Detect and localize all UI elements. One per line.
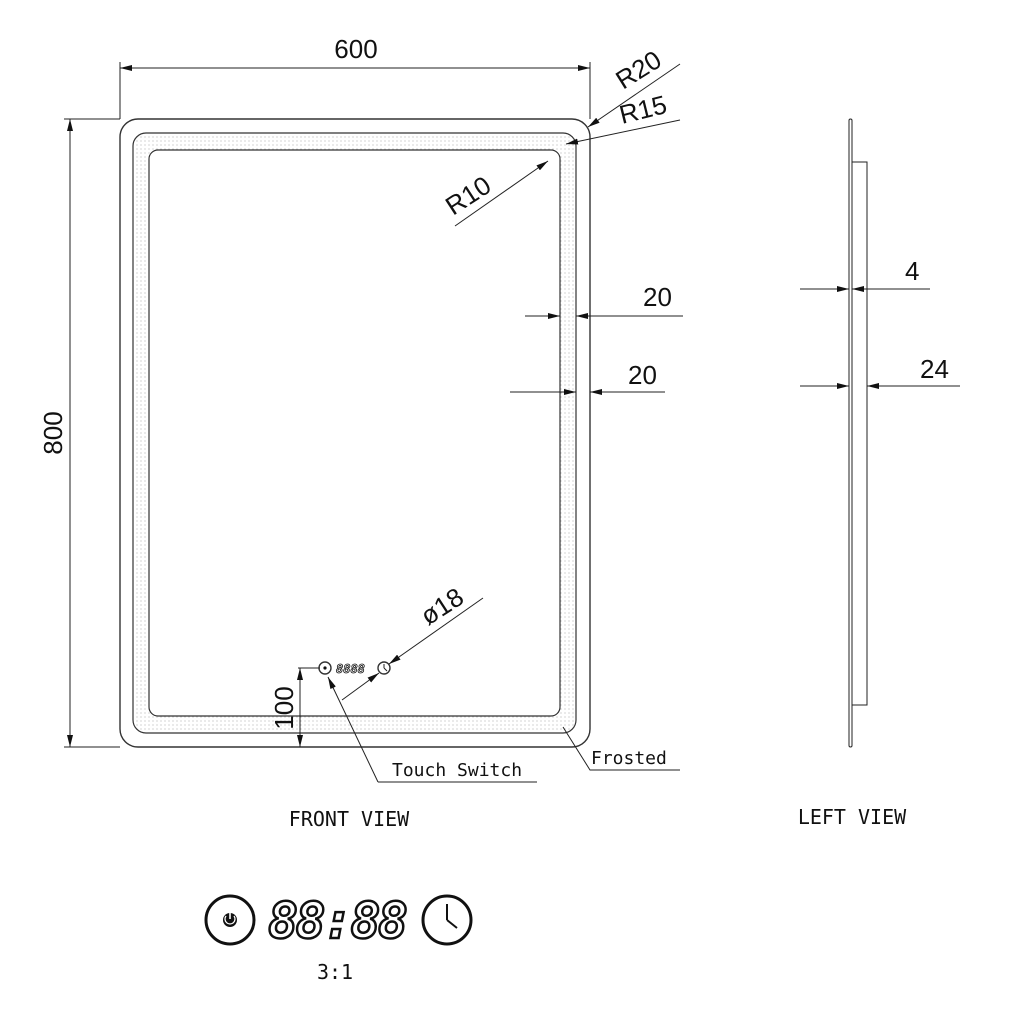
detail-scale: 3:1: [317, 960, 353, 984]
switch-diameter: ø18: [415, 581, 469, 631]
power-button-icon: [204, 894, 256, 946]
left-view: 4 24 LEFT VIEW: [798, 118, 960, 829]
frosted-band: [132, 132, 577, 734]
radius-r20: R20: [610, 44, 666, 95]
height-dimension: 800: [38, 411, 68, 454]
touch-switch-label: Touch Switch: [392, 760, 522, 781]
width-dimension: 600: [334, 34, 377, 64]
mirror-outline: [119, 118, 591, 748]
glass-thickness: 4: [905, 256, 919, 286]
time-display: 88:88: [268, 892, 408, 950]
touch-switch-mini: 8888: [318, 661, 391, 676]
total-depth: 24: [920, 354, 949, 384]
radius-r10: R10: [440, 170, 496, 221]
mini-display: 8888: [336, 662, 365, 676]
clock-icon: [377, 661, 391, 675]
front-view: 600 800 R20 R15 R10 20 20 8888 ø18: [38, 34, 683, 831]
frosted-label: Frosted: [591, 748, 667, 769]
frost-offset-1: 20: [643, 282, 672, 312]
clock-button-icon: [421, 894, 473, 946]
left-view-title: LEFT VIEW: [798, 805, 907, 829]
frost-offset-2: 20: [628, 360, 657, 390]
switch-detail: 88:88 3:1: [204, 891, 473, 984]
switch-height: 100: [269, 686, 299, 729]
front-view-title: FRONT VIEW: [289, 807, 410, 831]
backing-profile: [851, 161, 868, 706]
